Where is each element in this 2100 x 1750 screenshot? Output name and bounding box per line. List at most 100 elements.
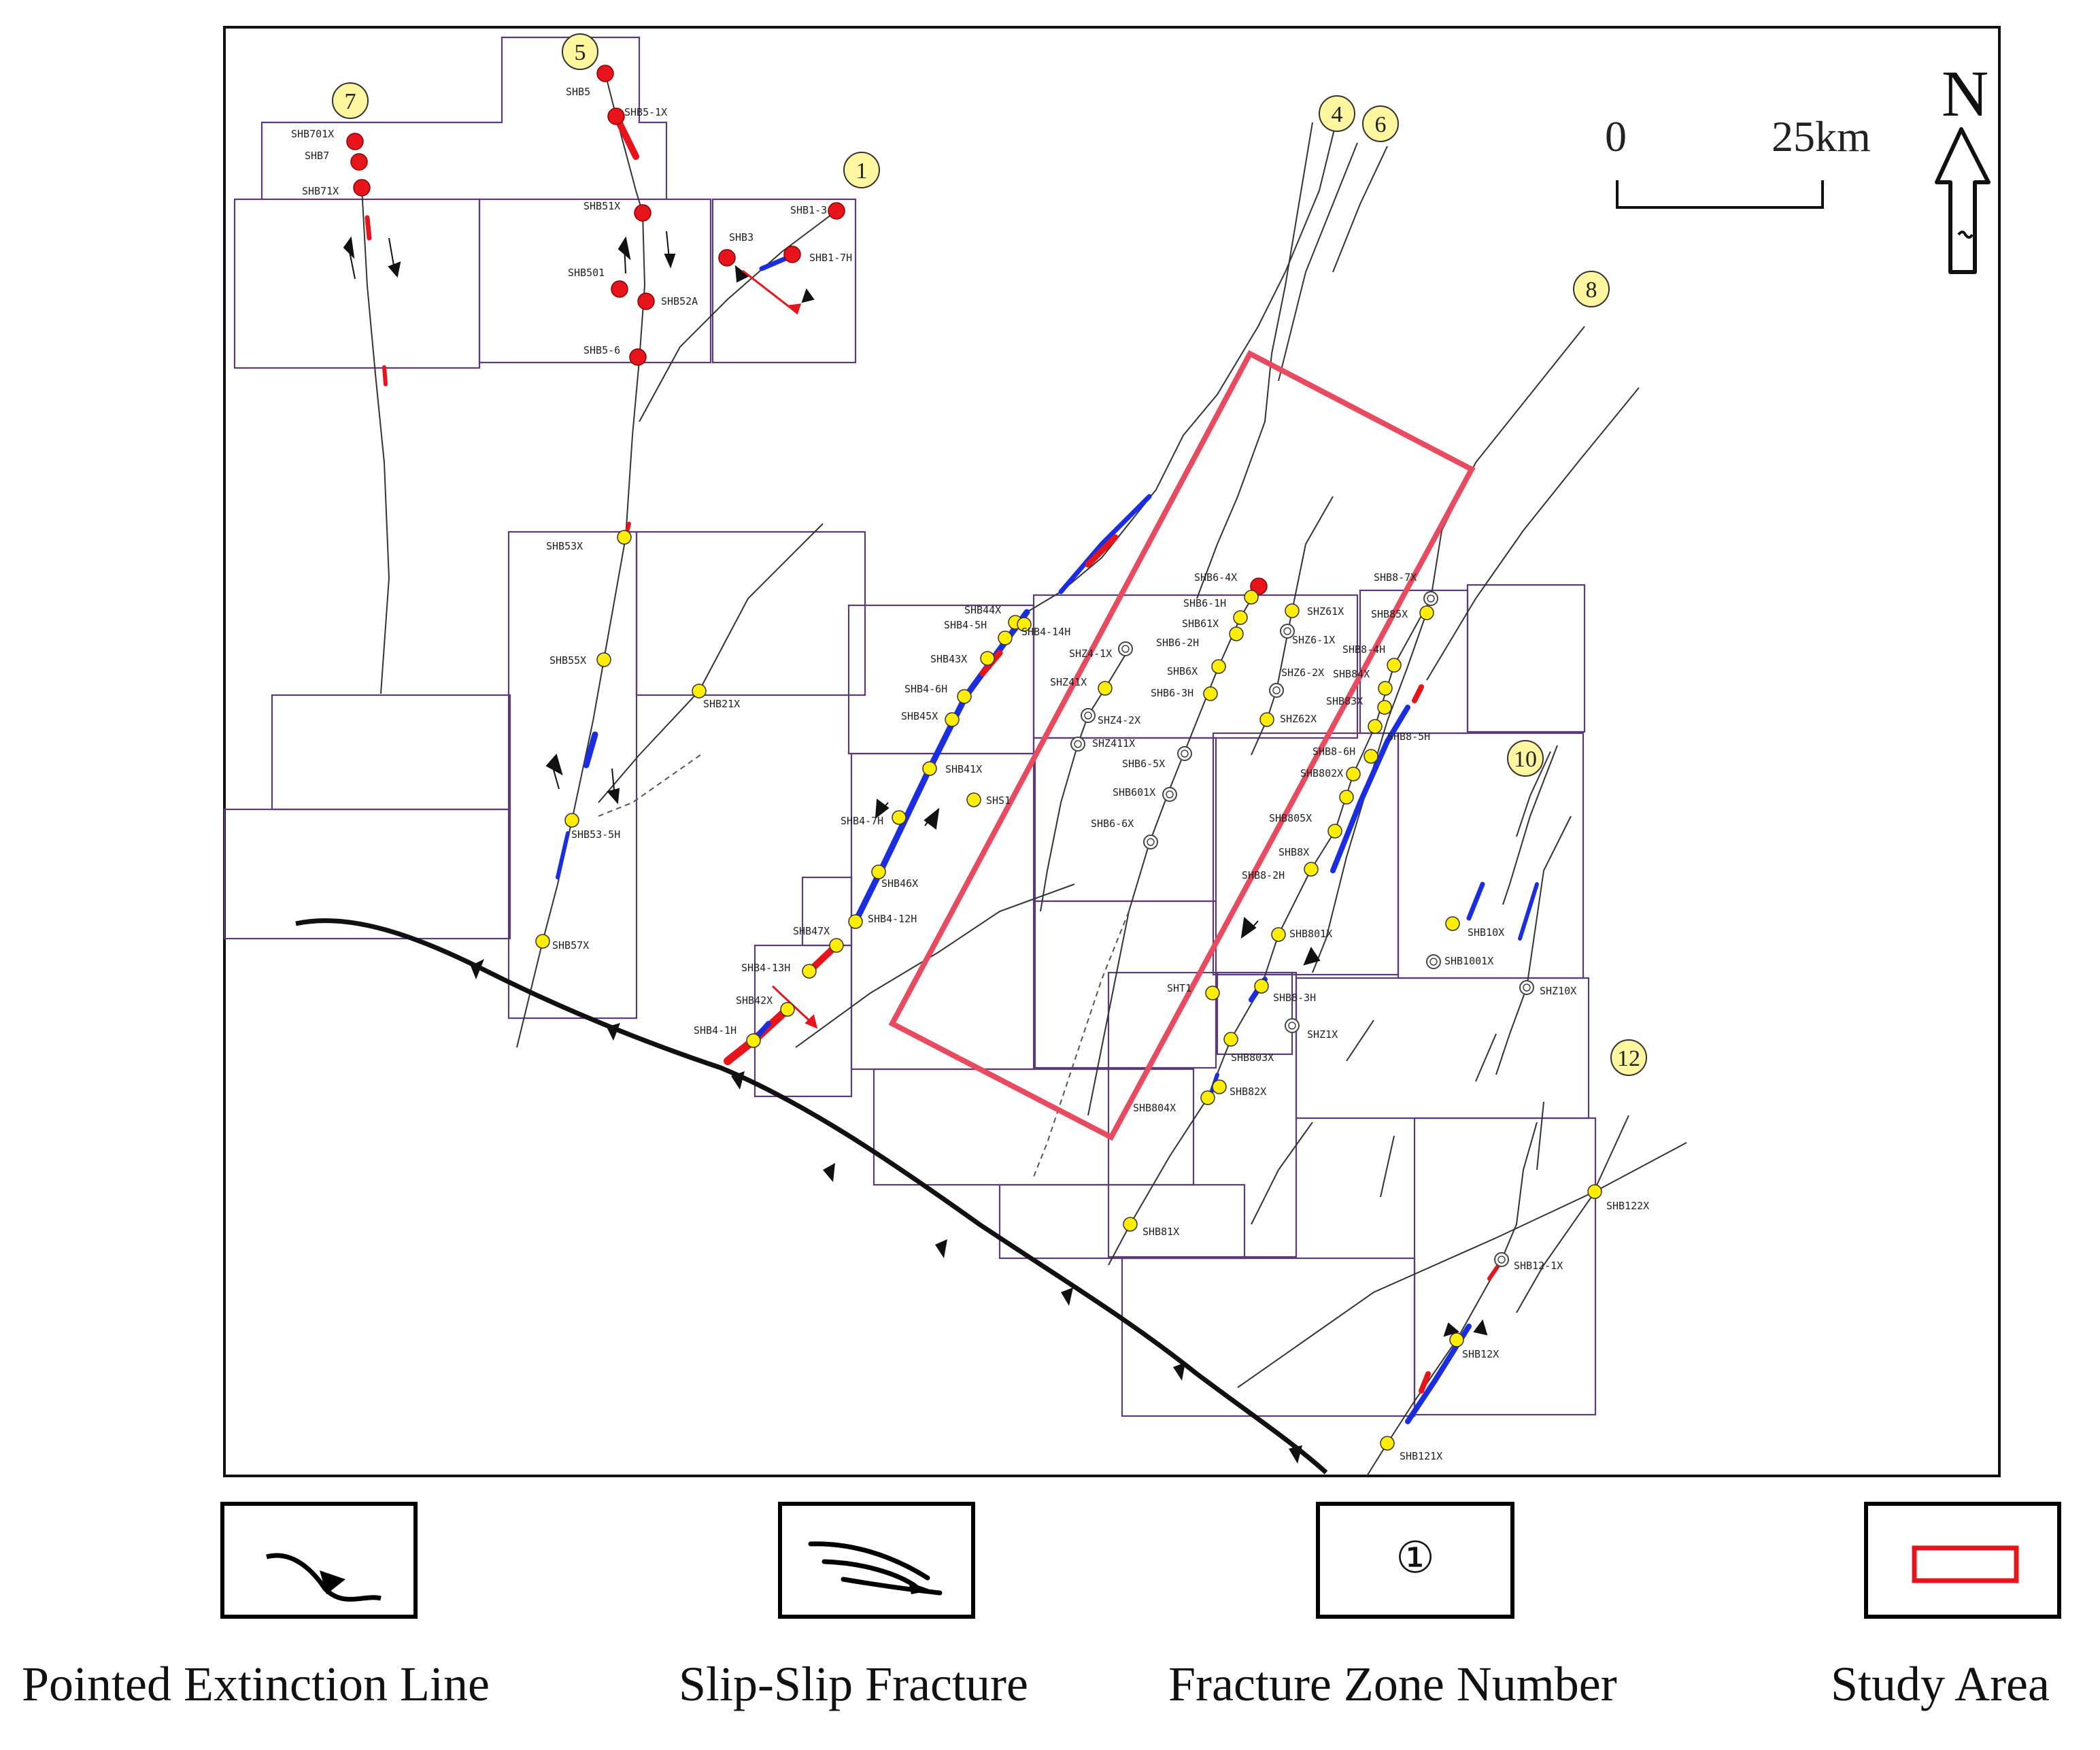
well-shb84x[interactable]: SHB84X (1333, 668, 1393, 696)
well-shb1-3[interactable]: SHB1-3 (790, 202, 845, 220)
well-shb44x[interactable]: SHB44X (964, 604, 1023, 630)
well-shb6-5x[interactable]: SHB6-5X (1122, 746, 1192, 770)
fracture-zone-4[interactable]: 4 (1319, 95, 1355, 132)
well-shb6-3h[interactable]: SHB6-3H (1151, 686, 1218, 701)
well-shb5-6[interactable]: SHB5-6 (583, 344, 647, 366)
well-marker-yellow (617, 530, 632, 545)
well-shb805x[interactable]: SHB805X (1269, 790, 1354, 824)
well-shz6-2x[interactable]: SHZ6-2X (1269, 667, 1324, 698)
well-shb1001x[interactable]: SHB1001X (1426, 954, 1493, 969)
well-label: SHB801X (1289, 928, 1332, 940)
well-shb6-6x[interactable]: SHB6-6X (1091, 818, 1158, 849)
well-shb8-6h[interactable]: SHB8-6H (1312, 745, 1378, 764)
fracture-zone-8[interactable]: 8 (1573, 271, 1610, 307)
well-shb4-12h[interactable]: SHB4-12H (848, 913, 917, 929)
well-shb41x[interactable]: SHB41X (922, 761, 982, 776)
well-shz411x[interactable]: SHZ411X (1070, 737, 1135, 752)
well-shz4-1x[interactable]: SHZ4-1X (1069, 641, 1133, 660)
well-shb12-1x[interactable]: SHB12-1X (1494, 1252, 1563, 1272)
well-shb82x[interactable]: SHB82X (1212, 1079, 1266, 1098)
well-shb802x[interactable]: SHB802X (1300, 767, 1361, 781)
study-area-rectangle[interactable] (888, 350, 1476, 1141)
well-shb52a[interactable]: SHB52A (637, 292, 698, 310)
well-shb51x[interactable]: SHB51X (583, 200, 651, 222)
well-shb55x[interactable]: SHB55X (549, 652, 611, 667)
well-shb43x[interactable]: SHB43X (930, 651, 995, 666)
well-shb8-3h[interactable]: SHB8-3H (1254, 979, 1316, 1004)
well-shb6-4x[interactable]: SHB6-4X (1194, 571, 1268, 595)
well-shb121x[interactable]: SHB121X (1380, 1436, 1442, 1462)
well-shb601x[interactable]: SHB601X (1113, 786, 1177, 802)
well-shb47x[interactable]: SHB47X (793, 925, 844, 953)
well-shz41x[interactable]: SHZ41X (1050, 676, 1113, 696)
well-shb3[interactable]: SHB3 (718, 231, 753, 267)
well-shb6x[interactable]: SHB6X (1167, 659, 1226, 677)
fracture-zone-10[interactable]: 10 (1507, 740, 1544, 777)
well-shb45x[interactable]: SHB45X (901, 710, 960, 727)
well-shb803x[interactable]: SHB803X (1223, 1032, 1274, 1064)
well-shb6-1h[interactable]: SHB6-1H (1183, 590, 1259, 609)
well-shb5[interactable]: SHB5 (566, 65, 614, 98)
fracture-zone-7[interactable]: 7 (332, 82, 369, 119)
well-shb804x[interactable]: SHB804X (1133, 1090, 1215, 1114)
well-label: SHB6X (1167, 665, 1198, 677)
well-shz62x[interactable]: SHZ62X (1259, 712, 1317, 727)
well-sht1[interactable]: SHT1 (1167, 982, 1220, 1000)
well-shb8-2h[interactable]: SHB8-2H (1242, 862, 1319, 881)
fracture-zone-1[interactable]: 1 (843, 152, 880, 188)
well-shz10x[interactable]: SHZ10X (1519, 980, 1576, 997)
well-shb8-4h[interactable]: SHB8-4H (1342, 643, 1402, 673)
legend-label-study-area: Study Area (1831, 1657, 2050, 1711)
well-label: SHZ6-2X (1281, 667, 1324, 679)
well-shz61x[interactable]: SHZ61X (1285, 603, 1344, 618)
well-shb21x[interactable]: SHB21X (692, 684, 740, 710)
well-shb8-5h[interactable]: SHB8-5H (1368, 719, 1430, 743)
well-marker-dry (1285, 1018, 1300, 1033)
well-shb83x[interactable]: SHB83X (1326, 695, 1392, 715)
well-shb4-1h[interactable]: SHB4-1H (694, 1024, 761, 1048)
fracture-zone-12[interactable]: 12 (1610, 1039, 1647, 1076)
well-shb122x[interactable]: SHB122X (1587, 1184, 1649, 1212)
well-label: SHB803X (1231, 1051, 1274, 1064)
zone-number: 5 (575, 40, 586, 65)
well-shb7[interactable]: SHB7 (305, 150, 368, 171)
fracture-zone-5[interactable]: 5 (562, 33, 598, 70)
well-shb5-1x[interactable]: SHB5-1X (607, 106, 667, 125)
well-shb61x[interactable]: SHB61X (1182, 610, 1248, 630)
well-shb12x[interactable]: SHB12X (1449, 1332, 1499, 1360)
well-shb42x[interactable]: SHB42X (736, 994, 795, 1017)
well-shs1[interactable]: SHS1 (966, 792, 1011, 807)
well-marker-red (634, 204, 651, 222)
well-shb53x[interactable]: SHB53X (546, 530, 632, 552)
well-shb4-5h[interactable]: SHB4-5H (944, 619, 1013, 645)
fracture-zone-6[interactable]: 6 (1362, 105, 1399, 142)
well-shb4-7h[interactable]: SHB4-7H (841, 810, 907, 827)
well-shb53-5h[interactable]: SHB53-5H (564, 813, 620, 841)
well-marker-dry-inner (1283, 627, 1291, 635)
zone-number: 10 (1514, 747, 1537, 772)
well-shb701x[interactable]: SHB701X (291, 128, 364, 150)
well-shz6-1x[interactable]: SHZ6-1X (1280, 624, 1335, 646)
well-shb71x[interactable]: SHB71X (302, 179, 371, 197)
well-shb4-14h[interactable]: SHB4-14H (1017, 617, 1070, 638)
zone-badge (1610, 1039, 1647, 1076)
well-shb10x[interactable]: SHB10X (1445, 916, 1504, 939)
well-shz4-2x[interactable]: SHZ4-2X (1081, 708, 1140, 726)
well-shz1x[interactable]: SHZ1X (1285, 1018, 1338, 1041)
legend-box-slip-fracture (778, 1502, 975, 1619)
well-marker-dry (1519, 980, 1534, 995)
well-shb46x[interactable]: SHB46X (871, 864, 918, 890)
well-shb85x[interactable]: SHB85X (1371, 605, 1434, 620)
well-shb57x[interactable]: SHB57X (535, 934, 589, 952)
well-shb8-7x[interactable]: SHB8-7X (1374, 571, 1438, 606)
well-shb501[interactable]: SHB501 (568, 267, 628, 298)
well-shb81x[interactable]: SHB81X (1123, 1217, 1179, 1238)
well-shb801x[interactable]: SHB801X (1271, 927, 1332, 942)
well-shb8x[interactable]: SHB8X (1278, 824, 1342, 858)
well-shb4-6h[interactable]: SHB4-6H (904, 683, 972, 704)
well-label: SHZ4-1X (1069, 647, 1112, 660)
well-label: SHB5-6 (583, 344, 620, 356)
well-shb6-2h[interactable]: SHB6-2H (1156, 626, 1244, 649)
well-shb4-13h[interactable]: SHB4-13H (741, 962, 817, 979)
well-shb1-7h[interactable]: SHB1-7H (783, 246, 852, 264)
